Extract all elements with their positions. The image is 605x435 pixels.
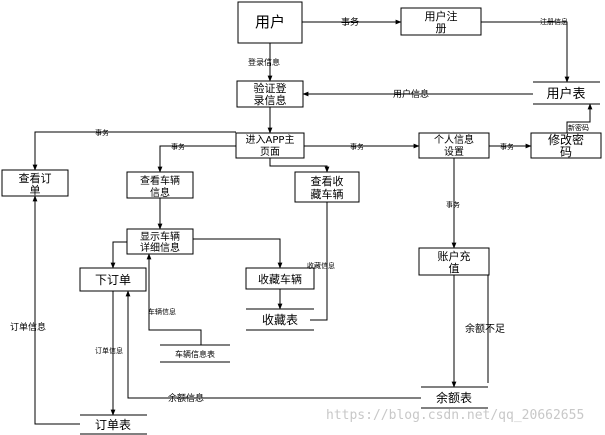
edge-label-order-info-small: 订单信息: [95, 346, 123, 355]
label-recharge-2: 值: [449, 262, 460, 275]
label-vieworder-2: 单: [30, 184, 41, 197]
edge-favtable-viewfav: [310, 187, 330, 321]
edge-label-affair-2: 事务: [95, 128, 109, 137]
label-vehicletable: 车辆信息表: [175, 349, 215, 359]
edge-label-user-info: 用户信息: [393, 88, 429, 100]
edge-main-viewfav: [269, 158, 330, 173]
edge-label-vehicle-info: 车辆信息: [148, 307, 176, 316]
label-showdetail-2: 详细信息: [140, 241, 180, 254]
edge-detail-fav: [193, 238, 283, 269]
label-verify-1: 验证登: [254, 81, 287, 95]
edge-label-register-info: 注册信息: [540, 17, 568, 26]
label-main-1: 进入APP主: [246, 134, 295, 146]
node-labels: 用户 用户注 册 验证登 录信息 用户表 进入APP主 页面 个人信息 设置 修…: [19, 9, 586, 432]
node-vieworder: [1, 169, 69, 197]
edge-main-viewvehicle: [157, 145, 236, 173]
edge-label-affair-5: 事务: [500, 142, 514, 151]
node-verify: [236, 80, 304, 108]
edge-changepwd-usertable: [566, 103, 593, 133]
edge-detail-order: [110, 241, 127, 269]
node-viewfav: [294, 171, 360, 203]
node-user: [237, 1, 303, 44]
label-viewfav-2: 藏车辆: [311, 187, 344, 201]
edges: [32, 19, 593, 425]
edge-label-login-info: 登录信息: [248, 57, 280, 67]
edge-label-fav-info: 收藏信息: [307, 261, 335, 270]
label-changepwd-1: 修改密: [548, 132, 584, 147]
edge-balance-recharge: [483, 259, 490, 383]
label-showdetail-1: 显示车辆: [140, 230, 180, 243]
edge-label-balance-info: 余额信息: [168, 392, 204, 404]
label-favvehicle: 收藏车辆: [258, 272, 302, 286]
node-showdetail: [126, 228, 194, 255]
edge-main-vieworder: [32, 131, 236, 171]
watermark: https://blog.csdn.net/qq_20662655: [326, 408, 584, 423]
edge-ordertable-vieworder: [32, 195, 80, 425]
node-viewvehicle: [126, 171, 194, 199]
edge-label-affair-6: 事务: [446, 200, 460, 209]
label-placeorder: 下订单: [95, 273, 131, 287]
edge-labels: 事务 注册信息 登录信息 用户信息 新密码 事务 事务 事务 事务 事务 收藏信…: [10, 16, 589, 404]
edge-label-insufficient: 余额不足: [465, 322, 505, 335]
label-register-2: 册: [436, 22, 447, 35]
node-placeorder: [79, 267, 147, 292]
label-register-1: 用户注: [425, 9, 458, 23]
label-usertable: 用户表: [546, 86, 585, 102]
process-boxes: [1, 1, 602, 292]
label-vieworder-1: 查看订: [19, 171, 52, 185]
edge-label-new-pwd: 新密码: [568, 123, 589, 132]
label-main-2: 页面: [260, 146, 280, 158]
node-main: [235, 132, 305, 159]
label-favtable: 收藏表: [262, 313, 298, 327]
node-personal: [418, 132, 490, 159]
label-verify-2: 录信息: [254, 93, 287, 107]
label-viewfav-1: 查看收: [311, 174, 344, 188]
label-recharge-1: 账户充: [438, 249, 471, 263]
node-register: [400, 7, 482, 36]
edge-balance-order: [125, 290, 421, 399]
label-personal-1: 个人信息: [434, 133, 474, 146]
edge-label-order-info: 订单信息: [10, 321, 46, 333]
node-favvehicle: [245, 267, 315, 290]
data-stores: [80, 81, 600, 435]
label-user: 用户: [255, 13, 285, 31]
label-balancetable: 余额表: [436, 390, 472, 405]
label-changepwd-2: 码: [560, 145, 572, 159]
label-ordertable: 订单表: [95, 418, 131, 432]
node-changepwd: [530, 132, 602, 159]
label-personal-2: 设置: [444, 146, 464, 158]
edge-label-affair-1: 事务: [341, 16, 359, 28]
edge-vehicletable-detail: [146, 253, 202, 345]
edge-label-affair-3: 事务: [171, 142, 185, 151]
edge-register-usertable: [481, 21, 570, 83]
node-recharge: [418, 247, 490, 276]
label-viewvehicle-2: 信息: [150, 186, 170, 199]
edge-label-affair-4: 事务: [350, 142, 364, 151]
label-viewvehicle-1: 查看车辆: [140, 174, 180, 187]
